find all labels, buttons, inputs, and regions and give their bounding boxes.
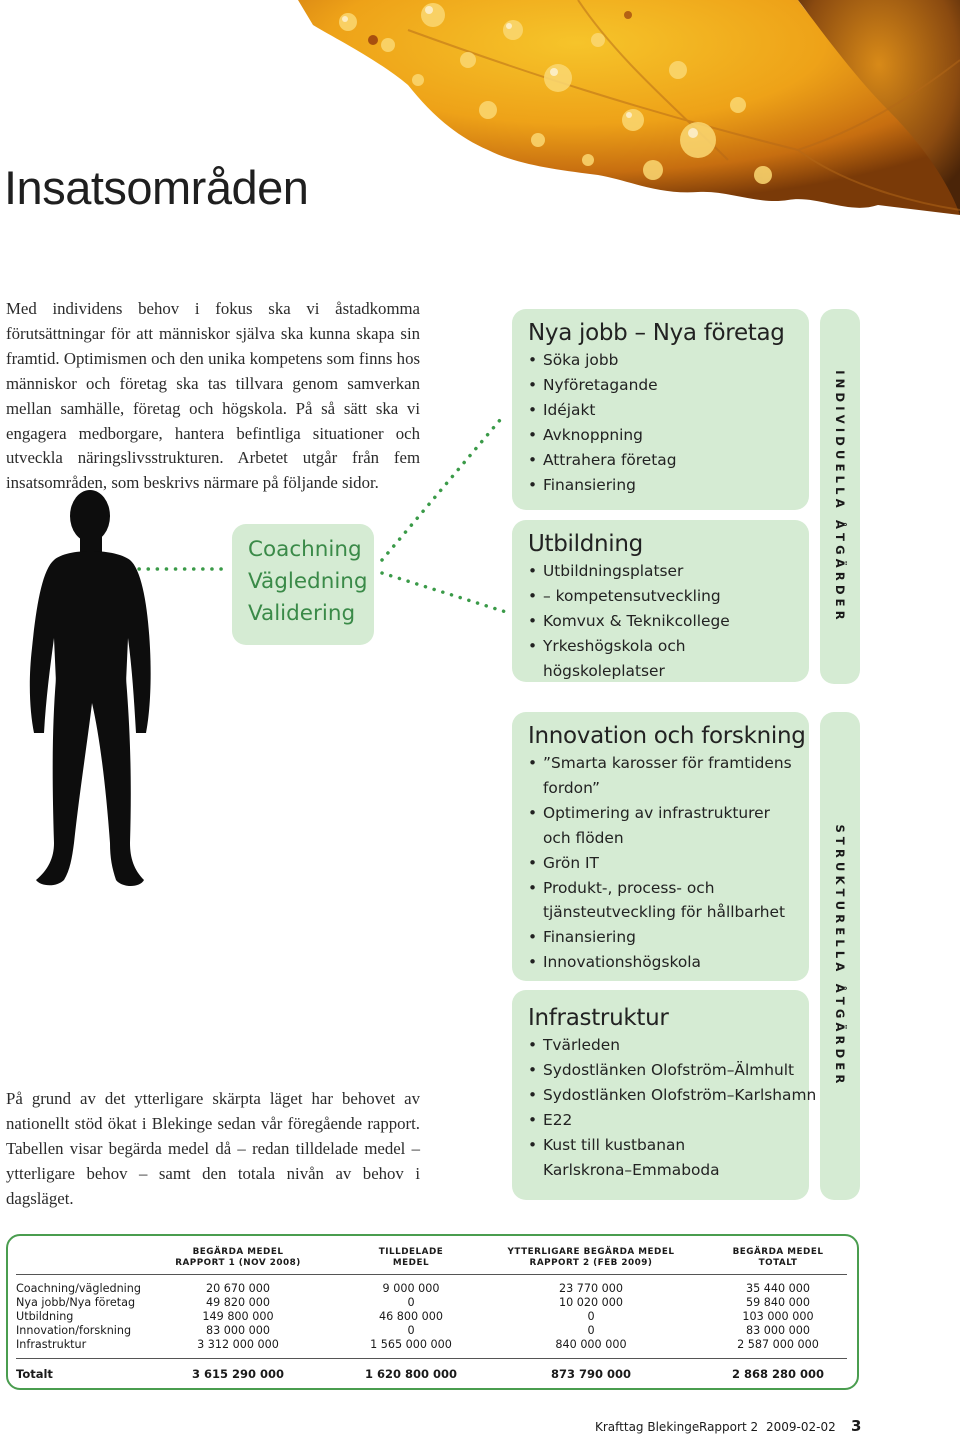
table-cell: 0	[407, 1296, 415, 1309]
box-utbildning: Utbildning Utbildningsplatser – kompeten…	[512, 520, 809, 682]
row-label: Coachning/vägledning	[16, 1282, 141, 1295]
row-label: Innovation/forskning	[16, 1324, 132, 1337]
table-cell: 0	[587, 1310, 595, 1323]
dotted-connectors	[128, 418, 508, 614]
box-title: Innovation och forskning	[528, 723, 806, 749]
total-cell: 3 615 290 000	[191, 1367, 285, 1381]
side-panel-strukturella: STRUKTURELLA ÅTGÄRDER	[820, 712, 860, 1200]
box-title: Infrastruktur	[528, 1005, 669, 1031]
coaching-box: Coachning Vägledning Validering	[232, 524, 374, 645]
box-title: Nya jobb – Nya företag	[528, 320, 785, 346]
total-cell: 1 620 800 000	[364, 1367, 458, 1381]
total-cell: 2 868 280 000	[731, 1367, 825, 1381]
list-item: Optimering av infrastrukturer och flöden	[528, 801, 796, 851]
table-cell: 83 000 000	[745, 1324, 811, 1337]
divider	[16, 1274, 847, 1275]
row-label: Nya jobb/Nya företag	[16, 1296, 136, 1309]
table-cell: 23 770 000	[558, 1282, 624, 1295]
row-label: Utbildning	[16, 1310, 74, 1323]
list-item: Produkt-, process- och tjänsteutveckling…	[528, 876, 796, 926]
list-item: Idéjakt	[528, 398, 809, 423]
list-item: Tvärleden	[528, 1033, 728, 1058]
table-cell: 46 800 000	[378, 1310, 444, 1323]
side-panel-individuella: INDIVIDUELLA ÅTGÄRDER	[820, 309, 860, 684]
box-title: Utbildning	[528, 531, 643, 557]
list-item: Söka jobb	[528, 348, 809, 373]
intro-paragraph: Med individens behov i fokus ska vi åsta…	[6, 299, 420, 493]
list-item: ”Smarta karosser för framtidens fordon”	[528, 751, 796, 801]
page-title: Insatsområden	[4, 161, 309, 214]
table-cell: 10 020 000	[558, 1296, 624, 1309]
table-cell: 20 670 000	[205, 1282, 271, 1295]
list-item: Nyföretagande	[528, 373, 809, 398]
table-cell: 9 000 000	[382, 1282, 440, 1295]
table-cell: 0	[587, 1324, 595, 1337]
row-label: Infrastruktur	[16, 1338, 87, 1351]
list-item: Finansiering	[528, 925, 796, 950]
footer-report: Rapport 2	[699, 1420, 759, 1434]
list-item: Sydostlänken Olofström–Älmhult	[528, 1058, 794, 1083]
list-item: Attrahera företag	[528, 448, 809, 473]
side-label: INDIVIDUELLA ÅTGÄRDER	[833, 369, 847, 624]
footer-date: 2009-02-02	[766, 1420, 836, 1434]
list-item-continuation: – kompetensutveckling	[528, 584, 809, 609]
box-innovation: Innovation och forskning ”Smarta karosse…	[512, 712, 809, 981]
list-item: Sydostlänken Olofström–Karlshamn	[528, 1083, 816, 1108]
table-cell: 3 312 000 000	[197, 1338, 279, 1351]
coach-line-1: Coachning	[248, 537, 362, 562]
autumn-leaf-photo	[298, 0, 960, 215]
person-silhouette	[29, 490, 151, 886]
total-cell: 873 790 000	[550, 1367, 632, 1381]
list-item: E22	[528, 1108, 728, 1133]
list-item: Innovationshögskola	[528, 950, 796, 975]
table-cell: 1 565 000 000	[370, 1338, 452, 1351]
list-item: Kust till kustbanan Karlskrona–Emmaboda	[528, 1133, 728, 1183]
table-cell: 83 000 000	[205, 1324, 271, 1337]
bottom-paragraph: På grund av det ytterligare skärpta läge…	[6, 1089, 420, 1208]
list-item: Grön IT	[528, 851, 796, 876]
table-cell: 103 000 000	[742, 1310, 814, 1323]
table-cell: 35 440 000	[745, 1282, 811, 1295]
total-label: Totalt	[16, 1367, 53, 1381]
box-nya-jobb: Nya jobb – Nya företag Söka jobb Nyföret…	[512, 309, 809, 510]
table-cell: 49 820 000	[205, 1296, 271, 1309]
list-item: Komvux & Teknikcollege	[528, 609, 809, 634]
table-cell: 59 840 000	[745, 1296, 811, 1309]
box-infrastruktur: Infrastruktur Tvärleden Sydostlänken Olo…	[512, 990, 816, 1200]
list-item: Finansiering	[528, 473, 809, 498]
list-item: Avknoppning	[528, 423, 809, 448]
footer-publisher: Krafttag Blekinge	[595, 1420, 700, 1434]
table-cell: 2 587 000 000	[737, 1338, 819, 1351]
coach-line-3: Validering	[248, 601, 356, 626]
list-item: Utbildningsplatser	[528, 559, 809, 584]
coach-line-2: Vägledning	[248, 569, 368, 594]
table-cell: 840 000 000	[555, 1338, 627, 1351]
side-label: STRUKTURELLA ÅTGÄRDER	[833, 824, 847, 1088]
page-number: 3	[851, 1417, 862, 1435]
table-cell: 149 800 000	[202, 1310, 274, 1323]
divider	[16, 1358, 847, 1359]
table-cell: 0	[407, 1324, 415, 1337]
list-item: Yrkeshögskola och högskoleplatser	[528, 634, 809, 684]
